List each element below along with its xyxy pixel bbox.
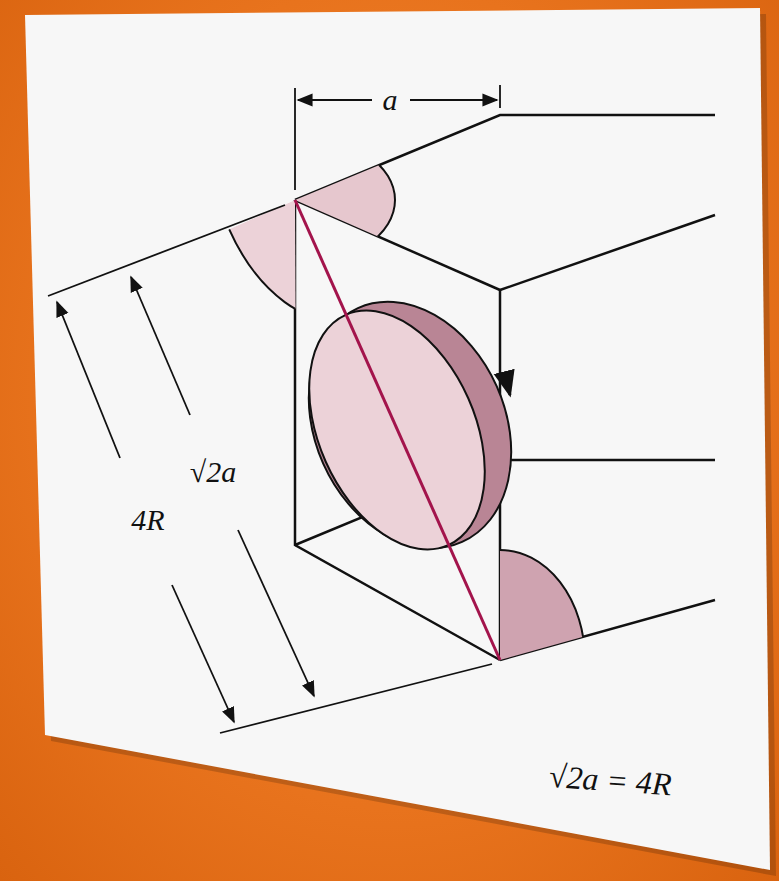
dimension-root2a [131,277,314,696]
dimension-4r [57,302,234,722]
face-atom [271,269,549,580]
extension-line [48,205,492,733]
card [25,8,770,870]
corner-atom [178,56,412,345]
dimension-label: a [380,84,401,116]
dimension-label: 4R [128,504,167,536]
dimension-a [295,85,500,190]
dimension-label: √2a [187,456,239,488]
face-diagonal [295,200,500,660]
